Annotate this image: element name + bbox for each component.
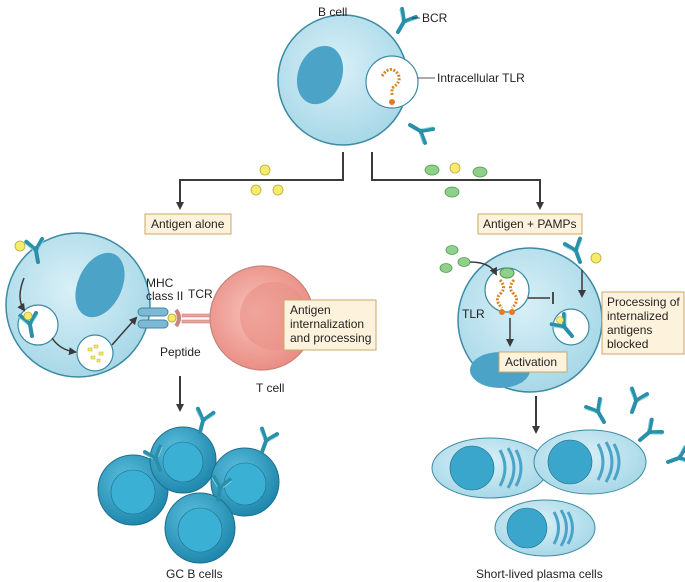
label-intracellular-tlr: Intracellular TLR: [437, 71, 525, 85]
tlr-icon: [495, 279, 519, 310]
tcr-icon: [174, 308, 181, 328]
arrow-antigen-alone: [176, 152, 344, 210]
label-b-cell: B cell: [318, 5, 347, 19]
label-blocked-3: antigens: [607, 323, 652, 337]
label-activation: Activation: [505, 355, 557, 369]
box-activation: [498, 351, 568, 373]
endosome: [365, 55, 419, 109]
label-antigen-alone: Antigen alone: [151, 217, 225, 231]
plasma-cells: [431, 385, 685, 557]
nucleus: [296, 45, 344, 105]
bcr-icon: [403, 114, 437, 147]
arrow-antigen-pamps: [371, 152, 544, 210]
box-antigen-alone: [144, 213, 232, 235]
label-internalization-3: and processing: [290, 331, 371, 345]
label-t-cell: T cell: [256, 381, 284, 395]
label-mhc-2: class II: [146, 289, 183, 303]
label-bcr: BCR: [422, 11, 448, 25]
label-tcr: TCR: [188, 287, 213, 301]
label-antigen-pamps: Antigen + PAMPs: [483, 217, 577, 231]
box-processing-blocked: [601, 291, 685, 355]
peptide-icon: [167, 313, 177, 323]
left-b-cell: [5, 232, 223, 378]
label-mhc-1: MHC: [146, 276, 174, 290]
mhc-class-ii-icon: [137, 307, 169, 317]
label-internalization-1: Antigen: [290, 303, 331, 317]
bcr-icon: [387, 5, 420, 39]
antigen-particles: [250, 164, 284, 196]
pamp-particles: [424, 164, 488, 198]
label-plasma-cells: Short-lived plasma cells: [476, 567, 603, 581]
intracellular-tlr-icon: [380, 68, 401, 96]
box-internalization: [283, 299, 377, 351]
label-blocked-4: blocked: [607, 337, 648, 351]
label-internalization-2: internalization: [290, 317, 364, 331]
top-b-cell: [277, 5, 437, 147]
pamp-particles: [439, 245, 471, 273]
box-antigen-pamps: [477, 213, 583, 235]
label-blocked-1: Processing of: [607, 295, 680, 309]
label-tlr: TLR: [462, 307, 485, 321]
label-blocked-2: internalized: [607, 309, 668, 323]
label-gc-b-cells: GC B cells: [166, 567, 223, 581]
label-peptide: Peptide: [160, 345, 201, 359]
gc-b-cells: [97, 406, 281, 564]
